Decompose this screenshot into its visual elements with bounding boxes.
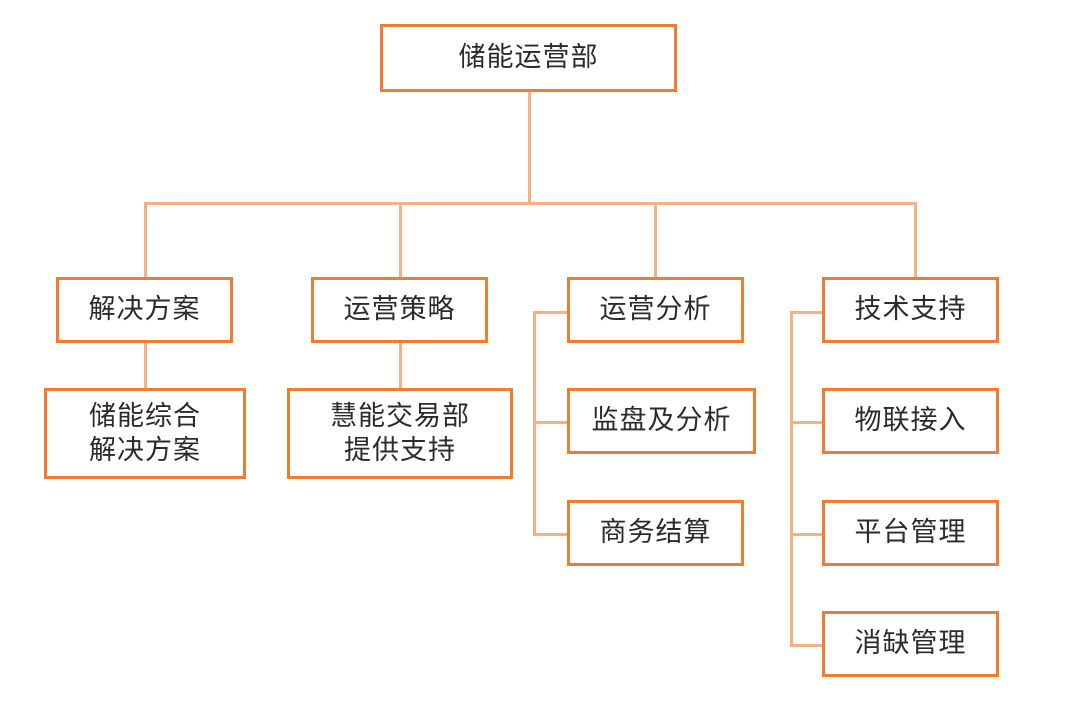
connector-tech-spine: [790, 311, 793, 647]
connector-drop-tech: [914, 202, 917, 278]
node-solutions: 解决方案: [56, 277, 233, 343]
node-integrated-solutions-line-2: 解决方案: [89, 434, 201, 466]
connector-tech-stub-1: [790, 311, 824, 314]
connector-analysis-stub-1: [533, 311, 568, 314]
connector-tech-stub-4: [790, 644, 824, 647]
node-platform-management: 平台管理: [822, 500, 999, 566]
node-solutions-label: 解决方案: [88, 294, 201, 325]
node-trading-support-line-2: 提供支持: [344, 434, 456, 466]
connector-analysis-stub-3: [533, 533, 568, 536]
node-trading-support-line-1: 慧能交易部: [330, 400, 470, 432]
connector-root-down: [528, 91, 531, 205]
node-root-label: 储能运营部: [458, 42, 599, 73]
node-integrated-solutions-line-1: 储能综合: [89, 400, 201, 432]
connector-drop-strategy: [399, 202, 402, 278]
node-analysis: 运营分析: [567, 277, 744, 343]
node-monitoring-analysis: 监盘及分析: [567, 388, 756, 454]
node-monitoring-analysis-label: 监盘及分析: [591, 405, 732, 436]
connector-horizontal-bus: [144, 202, 917, 205]
node-iot-access-label: 物联接入: [854, 405, 967, 436]
connector-drop-solutions: [144, 202, 147, 278]
node-defect-management: 消缺管理: [822, 611, 999, 677]
node-tech-support: 技术支持: [822, 277, 999, 343]
connector-analysis-stub-2: [533, 421, 568, 424]
connector-drop-analysis: [654, 202, 657, 278]
node-trading-support: 慧能交易部 提供支持: [287, 388, 513, 479]
connector-tech-stub-2: [790, 421, 824, 424]
node-root: 储能运营部: [380, 24, 677, 92]
node-platform-management-label: 平台管理: [854, 517, 967, 548]
node-strategy-label: 运营策略: [343, 294, 456, 325]
connector-solutions-child: [144, 342, 147, 389]
node-analysis-label: 运营分析: [599, 294, 712, 325]
node-iot-access: 物联接入: [822, 388, 999, 454]
node-business-settlement-label: 商务结算: [599, 517, 712, 548]
connector-strategy-child: [399, 342, 402, 389]
node-strategy: 运营策略: [311, 277, 488, 343]
node-business-settlement: 商务结算: [567, 500, 744, 566]
connector-tech-stub-3: [790, 533, 824, 536]
node-defect-management-label: 消缺管理: [854, 628, 967, 659]
node-tech-support-label: 技术支持: [854, 294, 967, 325]
node-integrated-solutions: 储能综合 解决方案: [44, 388, 246, 479]
